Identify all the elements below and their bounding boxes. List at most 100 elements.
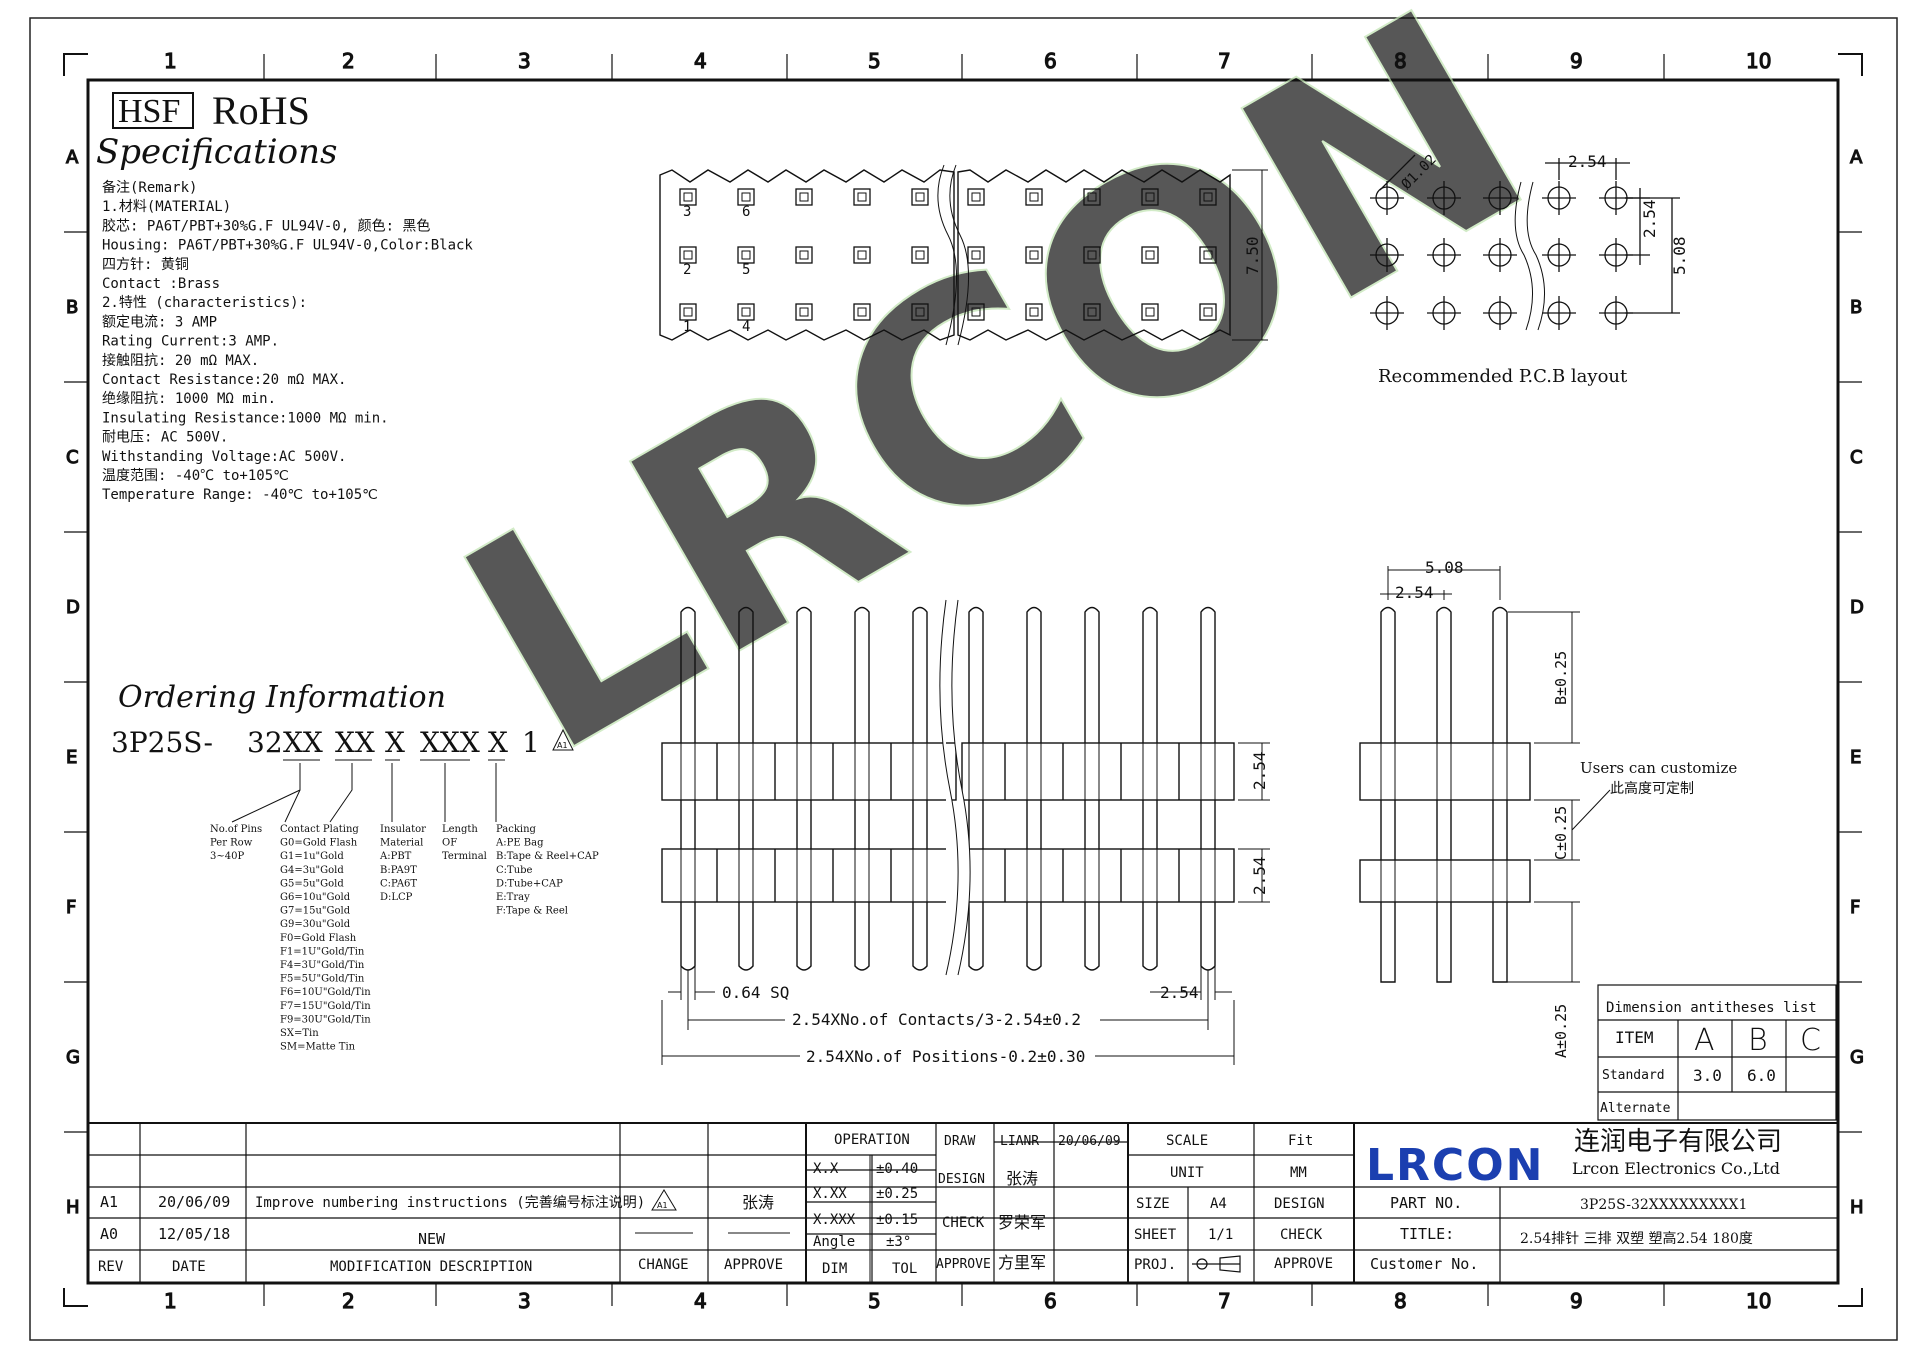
side-pin (1380, 606, 1396, 983)
tb-title-label: TITLE: (1400, 1225, 1454, 1243)
top-pin-inner (915, 307, 925, 317)
order-pins: XX (283, 726, 323, 759)
tb-check-name: 罗荣军 (998, 1213, 1046, 1232)
spec-list: 备注(Remark)1.材料(MATERIAL)胶芯: PA6T/PBT+30%… (102, 179, 473, 503)
pcb-layout (1370, 154, 1680, 331)
top-pin-inner (683, 307, 693, 317)
zone-col-label: 8 (1394, 1289, 1407, 1313)
tb-title: 2.54排针 三排 双塑 塑高2.54 180度 (1520, 1230, 1753, 1247)
top-pin-square (967, 303, 985, 321)
top-pin-square (1199, 246, 1217, 264)
ordering-option: OF (442, 838, 457, 849)
top-pin-inner (971, 307, 981, 317)
ordering-option: Contact Plating (280, 824, 359, 835)
top-pin-inner (915, 192, 925, 202)
dim-table-col-c: C (1800, 1023, 1821, 1058)
tb-dim: DIM (822, 1261, 847, 1277)
ordering-option: F6=10U"Gold/Tin (280, 987, 371, 998)
tb-size: SIZE (1136, 1196, 1170, 1212)
top-pin-square (1141, 303, 1159, 321)
top-view-height-dim (1232, 169, 1268, 341)
ordering-option: G9=30u"Gold (280, 919, 351, 930)
ordering-code: 3P25S- 32 XX XX X XXX X 1 (111, 726, 540, 759)
dim-table-item: ITEM (1615, 1028, 1654, 1047)
ordering-option: G0=Gold Flash (280, 838, 358, 849)
order-material: X (385, 726, 405, 759)
top-pin-inner (1029, 307, 1039, 317)
hsf-label: HSF (118, 93, 180, 130)
spec-line: 绝缘阻抗: 1000 MΩ min. (102, 391, 276, 407)
zone-col-label: 2 (342, 49, 355, 73)
top-pin-square (911, 188, 929, 206)
company-logo: LRCON (1366, 1140, 1544, 1191)
top-pin-inner (971, 192, 981, 202)
side-dim-a: A±0.25 (1552, 1004, 1570, 1058)
zone-row-label: H (66, 1197, 80, 1218)
zone-row-label: C (1850, 447, 1863, 468)
zone-row-label: H (1850, 1197, 1864, 1218)
top-pin-inner (1087, 307, 1097, 317)
tb-desc-a0: NEW (418, 1230, 446, 1248)
tb-proj: PROJ. (1134, 1257, 1176, 1273)
ordering-option: Length (442, 824, 478, 835)
dim-table-alternate-label: Alternate (1600, 1101, 1671, 1116)
spec-line: 胶芯: PA6T/PBT+30%G.F UL94V-0, 颜色: 黑色 (102, 217, 430, 234)
top-view (659, 164, 1231, 346)
ordering-option: G5=5u"Gold (280, 878, 344, 889)
top-pin-square (1083, 303, 1101, 321)
zone-col-label: 9 (1570, 1289, 1583, 1313)
tb-check: CHECK (942, 1215, 985, 1231)
zone-col-label: 8 (1394, 49, 1407, 73)
tb-unit: UNIT (1170, 1165, 1204, 1181)
zone-row-label: F (1850, 897, 1860, 918)
top-view-outline-left (659, 169, 955, 341)
zone-row-label: E (66, 747, 77, 768)
tb-header-date: DATE (172, 1259, 206, 1275)
top-pin-square (911, 246, 929, 264)
ordering-option: A:PBT (379, 851, 412, 862)
watermark-text: LRCON (411, 0, 1580, 821)
zone-row-label: A (1850, 147, 1863, 168)
side-note-cn: 此高度可定制 (1610, 780, 1694, 797)
tb-design2: DESIGN (1274, 1196, 1325, 1212)
ordering-option: F5=5U"Gold/Tin (280, 974, 365, 985)
ordering-option: E:Tray (496, 892, 530, 903)
tb-header-change: CHANGE (638, 1257, 689, 1273)
front-pin (1142, 606, 1158, 971)
dim-table-standard-label: Standard (1602, 1068, 1665, 1083)
ordering-option: SX=Tin (280, 1028, 319, 1039)
tb-tol-xx-label: X.X (813, 1161, 839, 1177)
zone-row-label: C (66, 447, 79, 468)
pin-num-6: 6 (742, 204, 750, 220)
tb-approve: APPROVE (936, 1257, 991, 1272)
ordering-option: G1=1u"Gold (280, 851, 344, 862)
hsf-box (112, 92, 194, 129)
ordering-option: Insulator (380, 824, 426, 835)
front-pin-size: 0.64 SQ (722, 983, 789, 1002)
zone-col-label: 4 (694, 49, 707, 73)
zone-row-label: F (66, 897, 76, 918)
ordering-option: A:PE Bag (495, 838, 544, 849)
side-note-en: Users can customize (1580, 759, 1737, 777)
front-housing (961, 742, 1235, 801)
ordering-option: G4=3u"Gold (280, 865, 344, 876)
order-rows: 32 (247, 726, 283, 759)
tb-tol-xxx-label: X.XX (813, 1186, 847, 1202)
tb-tol-xxxx-val: ±0.15 (876, 1212, 918, 1228)
spec-line: Contact :Brass (102, 276, 220, 292)
zone-row-label: G (66, 1047, 80, 1068)
front-view (661, 599, 1270, 1065)
top-pin-square (1199, 303, 1217, 321)
corner-marks (63, 53, 1863, 1307)
tb-customer-label: Customer No. (1370, 1255, 1478, 1273)
top-pin-square (795, 303, 813, 321)
ordering-option: G7=15u"Gold (280, 906, 351, 917)
ordering-option: No.of Pins (210, 824, 262, 835)
tb-tol-angle-val: ±3° (886, 1234, 911, 1250)
zone-col-label: 10 (1746, 49, 1771, 73)
zone-col-label: 7 (1218, 1289, 1231, 1313)
ordering-option: SM=Matte Tin (280, 1042, 356, 1053)
top-pin-square (1141, 188, 1159, 206)
